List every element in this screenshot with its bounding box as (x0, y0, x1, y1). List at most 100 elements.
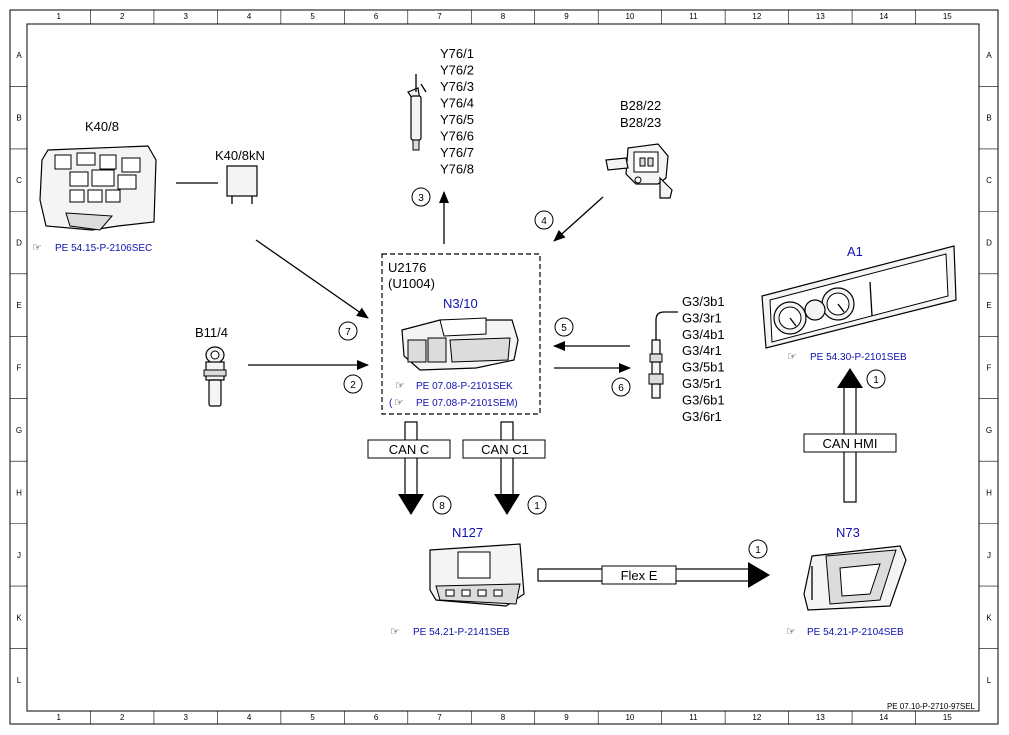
n3-10-ref-link-2[interactable]: PE 07.08-P-2101SEM) (416, 398, 518, 409)
grid-column-label: 1 (57, 12, 62, 21)
grid-column-label: 4 (247, 713, 252, 722)
u2176-group: U2176 (U1004) N3/10 ☞ PE 07.08-P-2101SEK… (381, 253, 541, 415)
signal-arrow-4 (553, 196, 604, 242)
grid-row-label: K (986, 613, 992, 622)
b28-sensor-component: B28/22 B28/23 (605, 98, 673, 199)
g3-sensor-label: G3/6r1 (682, 409, 722, 424)
g3-sensor-label: G3/5b1 (682, 360, 725, 375)
signal-arrow-7 (255, 239, 369, 319)
grid-column-label: 8 (501, 12, 506, 21)
signal-number-6: 6 (618, 383, 624, 394)
grid-row-label: G (16, 426, 22, 435)
b28-label-1: B28/22 (620, 98, 661, 113)
grid-row-label: J (987, 551, 991, 560)
n127-module-component: N127 ☞ PE 54.21-P-2141SEB (390, 525, 525, 638)
grid-column-label: 10 (625, 713, 634, 722)
signal-number-8: 8 (439, 501, 445, 512)
signal-number-7: 7 (345, 327, 351, 338)
hand-pointer-icon: ☞ (395, 379, 405, 392)
grid-row-label: H (16, 488, 22, 497)
y76-injector-label: Y76/3 (440, 79, 474, 94)
grid-row-label: F (17, 364, 22, 373)
signal-markers: 3 4 7 2 5 6 8 1 1 1 (338, 187, 886, 559)
grid-column-label: 2 (120, 713, 125, 722)
grid-column-label: 3 (183, 713, 188, 722)
signal-number-3: 3 (418, 193, 424, 204)
g3-sensor-label: G3/3r1 (682, 310, 722, 325)
grid-column-label: 12 (752, 713, 761, 722)
grid-row-label: B (16, 114, 21, 123)
k40-8kn-label: K40/8kN (215, 148, 265, 163)
grid-column-label: 12 (752, 12, 761, 21)
g3-sensor-label: G3/5r1 (682, 376, 722, 391)
n127-ref-link[interactable]: PE 54.21-P-2141SEB (413, 627, 510, 638)
hand-pointer-icon: ☞ (786, 625, 796, 638)
signal-number-2: 2 (350, 380, 356, 391)
y76-injector-label: Y76/1 (440, 46, 474, 61)
y76-injector-label: Y76/2 (440, 63, 474, 78)
grid-column-label: 11 (689, 12, 698, 21)
document-id: PE 07.10-P-2710-97SEL (887, 702, 976, 711)
k40-8-label: K40/8 (85, 119, 119, 134)
grid-column-label: 14 (879, 713, 888, 722)
grid-column-label: 1 (57, 713, 62, 722)
y76-injector-label: Y76/8 (440, 162, 474, 177)
k40-8-ref-link[interactable]: PE 54.15-P-2106SEC (55, 243, 152, 254)
grid-row-label: D (986, 239, 992, 248)
grid-column-label: 10 (625, 12, 634, 21)
hand-pointer-icon: ☞ (787, 350, 797, 363)
n73-module-component: N73 ☞ PE 54.21-P-2104SEB (786, 525, 907, 638)
signal-number-1: 1 (873, 375, 879, 386)
can-hmi-bus: CAN HMI (803, 368, 897, 503)
hand-pointer-icon: ☞ (32, 241, 42, 254)
signal-number-5: 5 (561, 323, 567, 334)
outer-frame (9, 9, 999, 725)
can-c-bus: CAN C (367, 421, 451, 515)
y76-injector-label: Y76/6 (440, 129, 474, 144)
grid-row-label: J (17, 551, 21, 560)
g3-sensor-label: G3/4b1 (682, 327, 725, 342)
grid-column-label: 11 (689, 713, 698, 722)
n73-ref-link[interactable]: PE 54.21-P-2104SEB (807, 627, 904, 638)
can-c1-bus: CAN C1 (462, 421, 546, 515)
grid-column-label: 9 (564, 12, 569, 21)
g3-labels: G3/3b1G3/3r1G3/4b1G3/4r1G3/5b1G3/5r1G3/6… (682, 294, 725, 424)
n3-10-ref-link-1[interactable]: PE 07.08-P-2101SEK (416, 381, 513, 392)
grid-row-label: F (987, 364, 992, 373)
n3-10-label: N3/10 (443, 296, 478, 311)
grid-column-label: 13 (816, 12, 825, 21)
grid-column-label: 7 (437, 12, 442, 21)
g3-sensor-label: G3/3b1 (682, 294, 725, 309)
u1004-label: (U1004) (388, 276, 435, 291)
grid-column-label: 2 (120, 12, 125, 21)
n73-label: N73 (836, 525, 860, 540)
grid-row-label: C (16, 176, 22, 185)
g3-oxygen-sensor-component: G3/3b1G3/3r1G3/4b1G3/4r1G3/5b1G3/5r1G3/6… (648, 294, 725, 424)
grid-column-label: 15 (943, 12, 952, 21)
grid-column-label: 6 (374, 713, 379, 722)
grid-labels: 1122334455667788991010111112121313141415… (10, 10, 998, 724)
y76-injector-label: Y76/4 (440, 96, 474, 111)
grid-column-label: 3 (183, 12, 188, 21)
a1-label: A1 (847, 244, 863, 259)
k40-8-component: K40/8 ☞ PE 54.15-P-2106SEC (32, 119, 157, 254)
grid-column-label: 5 (310, 713, 315, 722)
n127-label: N127 (452, 525, 483, 540)
grid-row-label: E (986, 301, 991, 310)
a1-ref-link[interactable]: PE 54.30-P-2101SEB (810, 352, 907, 363)
u2176-label: U2176 (388, 260, 426, 275)
can-c-label: CAN C (389, 442, 429, 457)
signal-number-4: 4 (541, 216, 547, 227)
grid-row-label: C (986, 176, 992, 185)
grid-column-label: 8 (501, 713, 506, 722)
grid-row-label: D (16, 239, 22, 248)
grid-column-label: 5 (310, 12, 315, 21)
flex-e-label: Flex E (621, 568, 658, 583)
grid-row-label: L (17, 676, 22, 685)
y76-injector-label: Y76/5 (440, 112, 474, 127)
grid-column-label: 14 (879, 12, 888, 21)
grid-row-label: L (987, 676, 992, 685)
